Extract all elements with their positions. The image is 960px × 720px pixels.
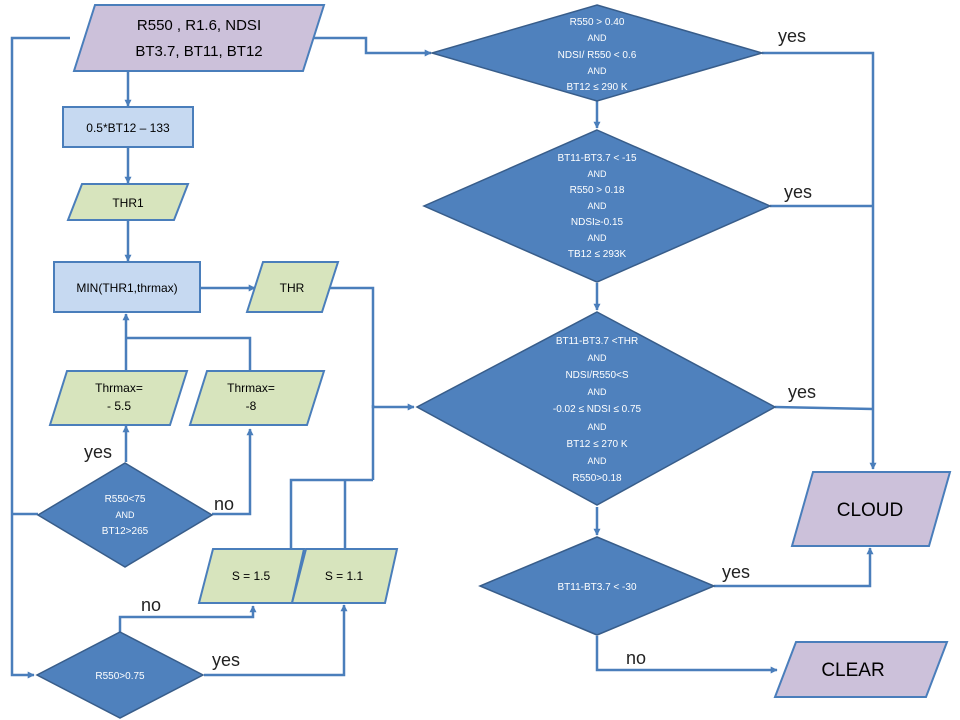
- branch-labels: yes yes yes yes no yes no no yes: [84, 26, 816, 670]
- s-a-text: S = 1.5: [232, 569, 271, 583]
- arrow-decision-no-to-thrmax-b: [212, 428, 254, 516]
- arrow-d4-yes-to-cloud: [714, 547, 874, 588]
- thrmax-a-parallelogram: [48, 370, 189, 426]
- s-b-parallelogram: [290, 548, 399, 604]
- decision-4-text: BT11-BT3.7 < -30: [557, 582, 636, 593]
- decision-3-text-line-1: BT11-BT3.7 <THR: [556, 336, 638, 347]
- arrow-thrmax-b-to-min: [126, 336, 252, 370]
- decision-3-text-line-6: AND: [587, 422, 607, 432]
- decision-1-text-line-5: BT12 ≤ 290 K: [566, 82, 627, 93]
- label-yes-s: yes: [212, 650, 240, 670]
- decision-thrmax-text-line-2: AND: [115, 510, 135, 520]
- arrow-thr-to-d3: [330, 286, 415, 411]
- decision-3-text-line-3: NDSI/R550<S: [565, 370, 628, 381]
- min-box: [53, 261, 201, 313]
- trunk-left: [10, 36, 70, 679]
- label-yes-d3: yes: [788, 382, 816, 402]
- s-b-text: S = 1.1: [325, 569, 364, 583]
- decision-2-text-line-3: R550 > 0.18: [570, 185, 625, 196]
- decision-2-text-line-6: AND: [587, 233, 607, 243]
- decision-4-diamond: [478, 536, 716, 636]
- decision-thrmax-text-line-1: R550<75: [105, 494, 146, 505]
- input-parallelogram: [72, 4, 326, 72]
- decision-2-text-line-1: BT11-BT3.7 < -15: [557, 153, 636, 164]
- decision-s-diamond: [35, 631, 205, 719]
- decision-2-text-line-4: AND: [587, 201, 607, 211]
- decision-2-text-line-2: AND: [587, 169, 607, 179]
- decision-2-text-line-5: NDSI≥-0.15: [571, 217, 624, 228]
- decision-2-text-line-7: TB12 ≤ 293K: [568, 249, 627, 260]
- decision-1-text-line-1: R550 > 0.40: [570, 17, 625, 28]
- decision-thrmax-diamond: [36, 462, 214, 568]
- label-yes-d2: yes: [784, 182, 812, 202]
- clear-parallelogram: [773, 641, 949, 698]
- line-s-a-up: [289, 478, 373, 548]
- decision-thrmax-text-line-3: BT12>265: [102, 526, 149, 537]
- thrmax-a-text-line-1: Thrmax=: [95, 381, 143, 395]
- decision-3-text-line-4: AND: [587, 387, 607, 397]
- decision-3-text-line-8: AND: [587, 456, 607, 466]
- thrmax-a-text-line-2: - 5.5: [107, 399, 131, 413]
- arrow-d1-yes-to-cloud: [762, 51, 877, 470]
- line-d3-yes: [774, 405, 874, 411]
- connectors: [10, 36, 877, 679]
- label-yes-d1: yes: [778, 26, 806, 46]
- decision-1-text-line-2: AND: [587, 33, 607, 43]
- decision-1-text-line-3: NDSI/ R550 < 0.6: [558, 50, 637, 61]
- formula-text: 0.5*BT12 – 133: [86, 121, 170, 135]
- min-text: MIN(THR1,thrmax): [76, 281, 177, 295]
- thrmax-b-text-line-1: Thrmax=: [227, 381, 275, 395]
- cloud-text: CLOUD: [837, 500, 904, 521]
- decision-3-diamond: [415, 311, 777, 506]
- input-text-line-1: R550 , R1.6, NDSI: [137, 17, 261, 34]
- decision-3-text-line-2: AND: [587, 353, 607, 363]
- thrmax-b-text-line-2: -8: [246, 399, 257, 413]
- decision-1-text-line-4: AND: [587, 66, 607, 76]
- label-no-s: no: [141, 595, 161, 615]
- arrow-input-to-d1: [303, 36, 432, 57]
- thr-text: THR: [280, 281, 305, 295]
- decision-1-diamond: [429, 4, 765, 102]
- label-no-thrmax: no: [214, 494, 234, 514]
- label-yes-thrmax: yes: [84, 442, 112, 462]
- label-yes-d4: yes: [722, 562, 750, 582]
- decision-3-text-line-7: BT12 ≤ 270 K: [566, 439, 627, 450]
- thr1-parallelogram: [66, 183, 190, 221]
- clear-text: CLEAR: [821, 660, 884, 681]
- input-text-line-2: BT3.7, BT11, BT12: [135, 43, 262, 60]
- nodes: R550 , R1.6, NDSI BT3.7, BT11, BT12 0.5*…: [35, 4, 952, 719]
- thrmax-b-parallelogram: [188, 370, 326, 426]
- arrow-decision-s-no: [118, 605, 257, 636]
- decision-3-text-line-5: -0.02 ≤ NDSI ≤ 0.75: [553, 404, 642, 415]
- label-no-d4: no: [626, 648, 646, 668]
- arrow-d4-no-to-clear: [595, 636, 778, 674]
- arrow-decision-s-yes: [204, 604, 348, 677]
- decision-s-text: R550>0.75: [95, 671, 145, 682]
- formula-box: [62, 106, 194, 148]
- decision-3-text-line-9: R550>0.18: [572, 473, 622, 484]
- thr-parallelogram: [245, 261, 340, 313]
- thr1-text: THR1: [112, 196, 144, 210]
- cloud-parallelogram: [790, 471, 952, 547]
- decision-2-diamond: [422, 129, 772, 283]
